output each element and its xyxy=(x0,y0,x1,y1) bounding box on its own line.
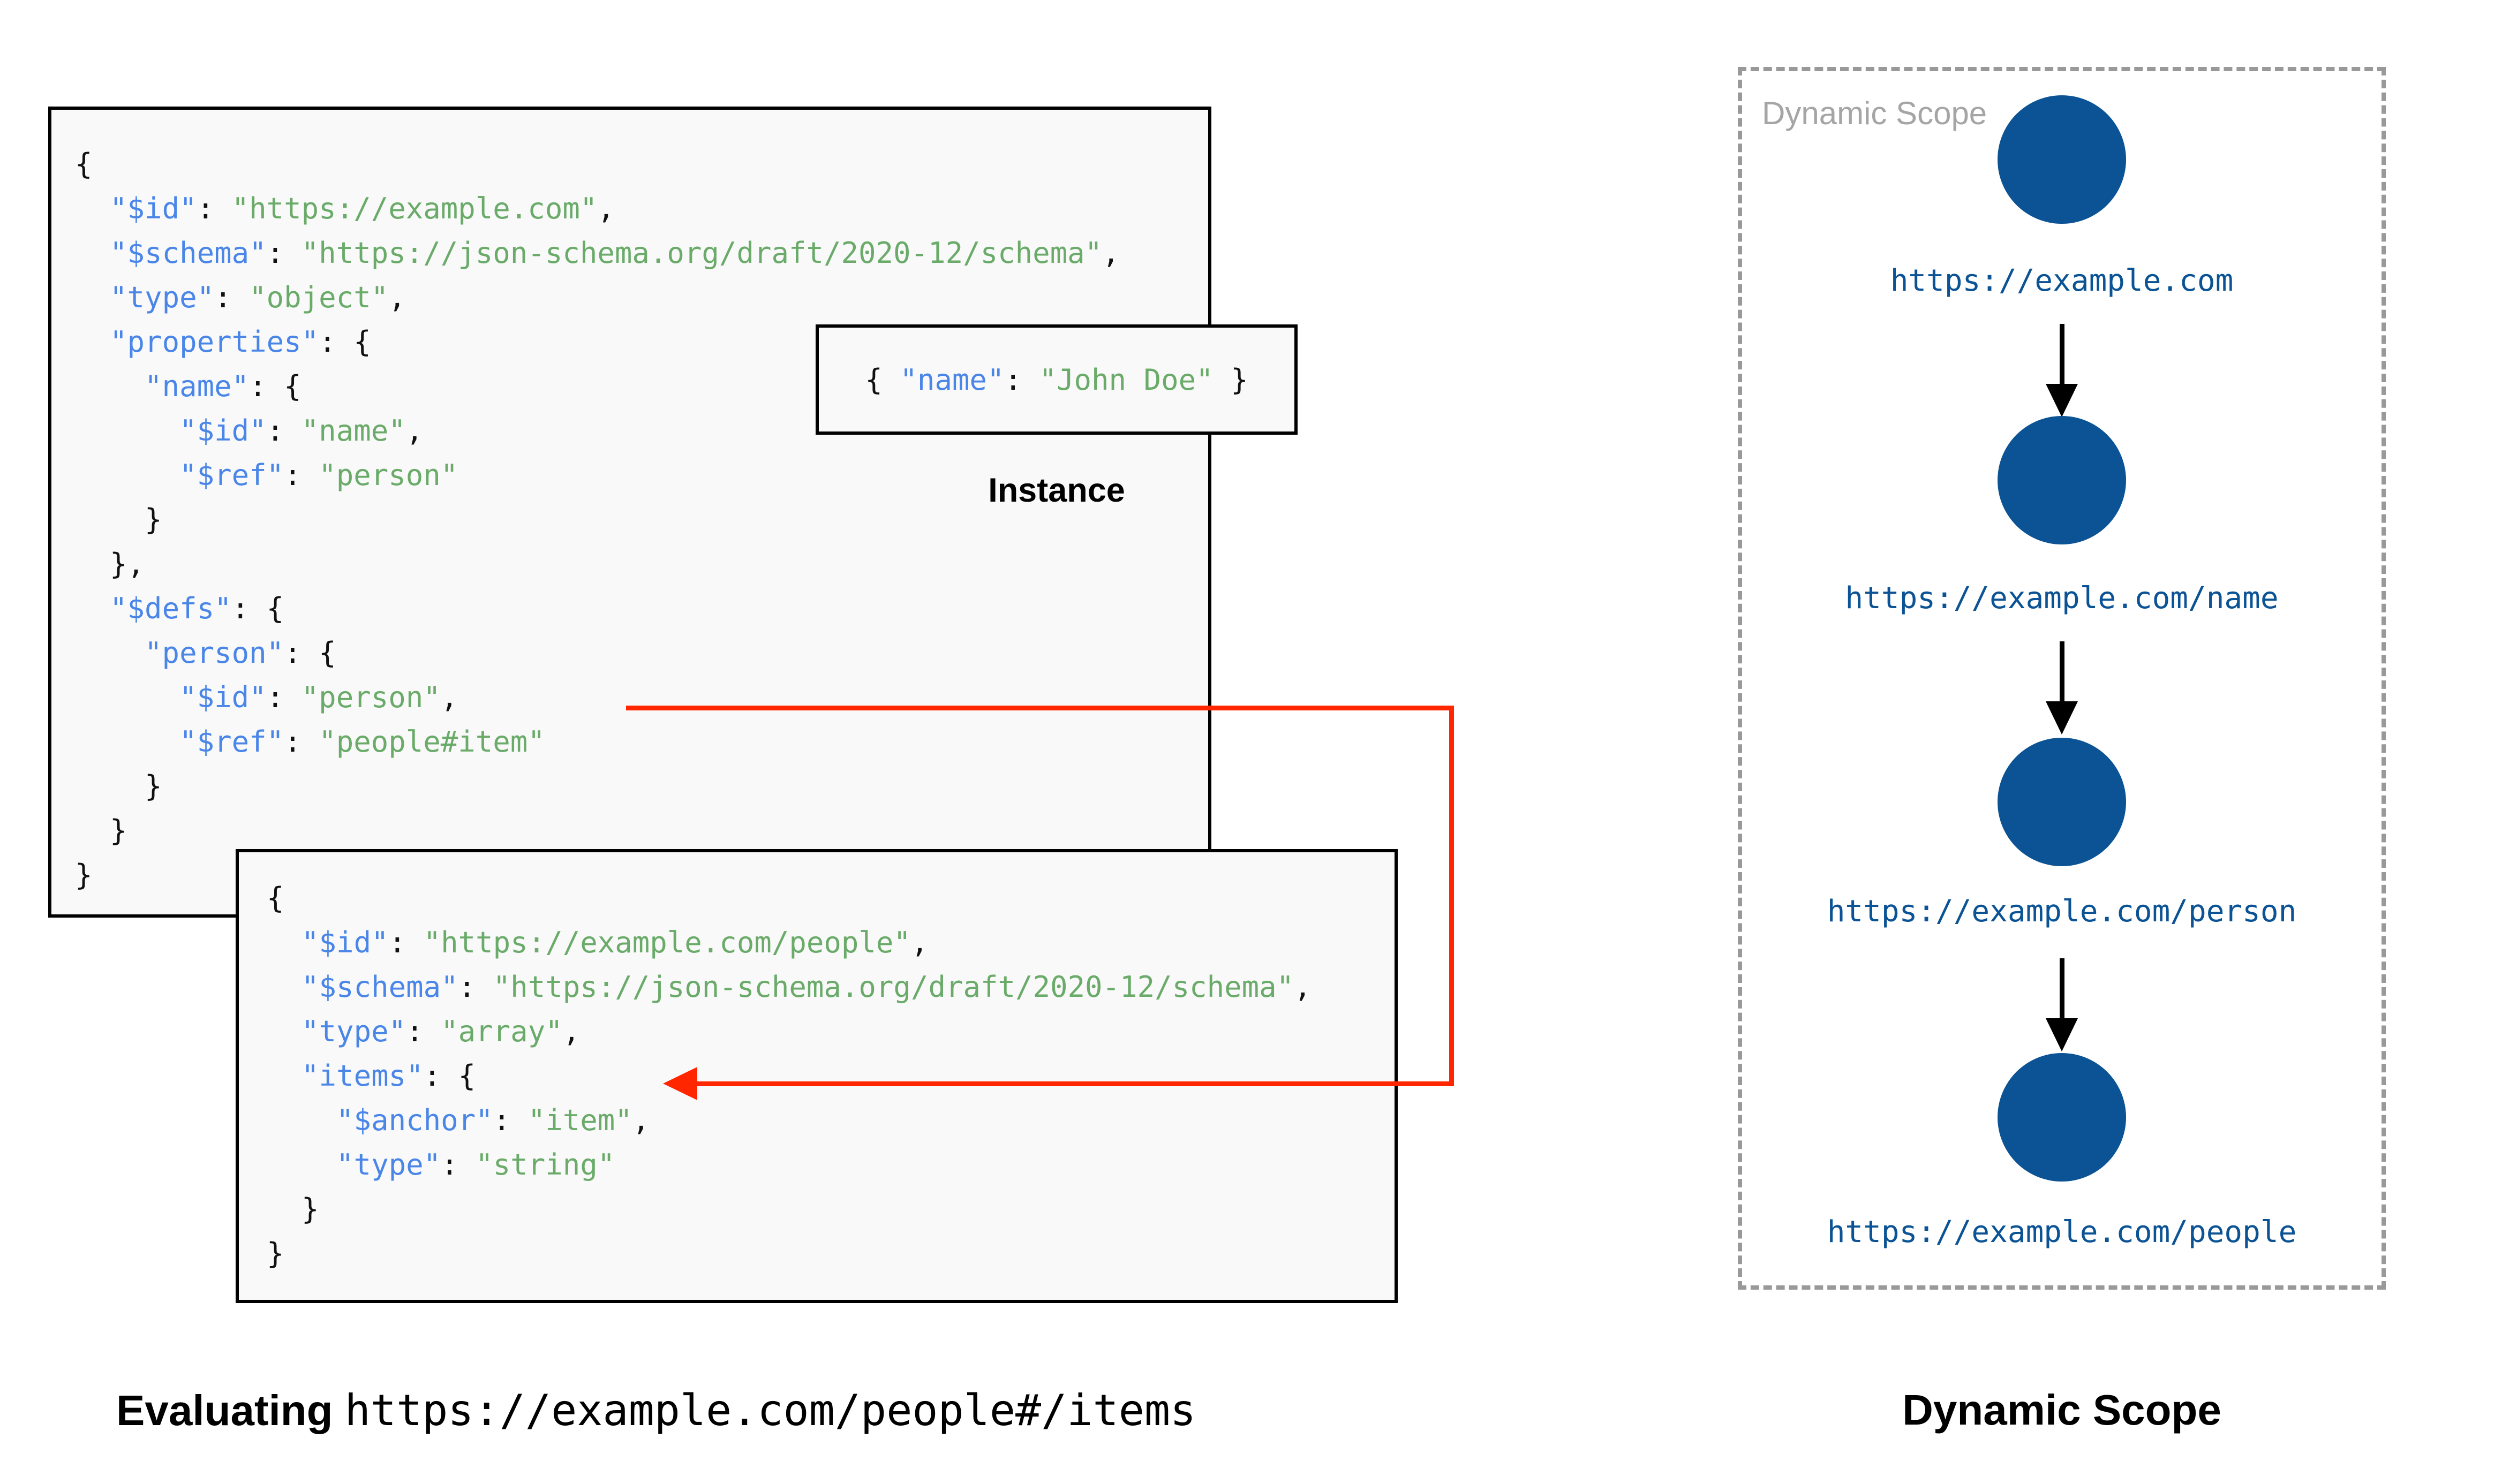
scope-node-label-2: https://example.com/name xyxy=(1845,581,2279,616)
code-line: "type": "array", xyxy=(302,1014,581,1048)
dynamic-scope-panel: Dynamic Scope https://example.com https:… xyxy=(1738,67,2386,1290)
arrow-shaft xyxy=(2059,641,2064,701)
schema-outer-code-box: { "$id": "https://example.com", "$schema… xyxy=(48,107,1211,918)
evaluating-caption-bold: Evaluating xyxy=(116,1387,345,1434)
code-line: "person": { xyxy=(145,636,336,670)
code-line: { xyxy=(75,147,93,181)
arrow-shaft xyxy=(2059,958,2064,1018)
code-line: "$defs": { xyxy=(110,592,284,625)
dynamic-scope-caption: Dynamic Scope xyxy=(1902,1386,2221,1434)
code-line: "$id": "https://example.com", xyxy=(110,192,615,225)
code-line: "properties": { xyxy=(110,325,371,359)
scope-node-label-1: https://example.com xyxy=(1890,263,2234,298)
ref-arrow-vertical-segment xyxy=(1449,706,1454,1086)
down-arrow-icon xyxy=(2046,958,2078,1051)
evaluating-caption-uri: https://example.com/people#/items xyxy=(344,1385,1196,1435)
arrow-head xyxy=(2046,1018,2078,1051)
scope-node-circle-2 xyxy=(1998,416,2126,544)
code-line: "name": { xyxy=(145,369,302,403)
scope-node-circle-1 xyxy=(1998,95,2126,224)
code-line: "$id": "https://example.com/people", xyxy=(302,926,929,959)
evaluating-caption: Evaluating https://example.com/people#/i… xyxy=(116,1385,1196,1435)
code-line: "type": "string" xyxy=(336,1148,615,1182)
code-line: "$id": "person", xyxy=(179,680,458,714)
code-line: } xyxy=(267,1237,284,1270)
code-line: "$schema": "https://json-schema.org/draf… xyxy=(302,970,1312,1004)
code-line: }, xyxy=(75,547,145,581)
code-line: { xyxy=(267,881,284,915)
code-line: } xyxy=(267,1192,319,1226)
code-line: "$ref": "person" xyxy=(179,458,458,492)
instance-caption: Instance xyxy=(988,472,1125,509)
arrow-head xyxy=(2046,384,2078,417)
arrow-shaft xyxy=(2059,324,2064,384)
code-line: } xyxy=(75,858,93,892)
code-line: "$schema": "https://json-schema.org/draf… xyxy=(110,236,1120,270)
scope-node-label-4: https://example.com/people xyxy=(1827,1215,2297,1250)
ref-arrow-top-segment xyxy=(626,706,1454,710)
schema-people-code-box: { "$id": "https://example.com/people", "… xyxy=(236,849,1398,1303)
code-line: "items": { xyxy=(302,1059,476,1093)
code-line: "$anchor": "item", xyxy=(336,1103,650,1137)
instance-box: { "name": "John Doe" } xyxy=(816,324,1298,435)
down-arrow-icon xyxy=(2046,641,2078,735)
scope-node-label-3: https://example.com/person xyxy=(1827,894,2297,929)
down-arrow-icon xyxy=(2046,324,2078,417)
scope-node-circle-3 xyxy=(1998,738,2126,866)
scope-node-circle-4 xyxy=(1998,1053,2126,1182)
dynamic-scope-panel-title: Dynamic Scope xyxy=(1762,95,1987,131)
code-line: } xyxy=(75,769,162,803)
code-line: "type": "object", xyxy=(110,281,406,314)
code-line: } xyxy=(75,503,162,536)
code-line: } xyxy=(75,814,127,847)
arrow-head xyxy=(2046,701,2078,735)
code-line: "$ref": "people#item" xyxy=(179,725,545,759)
code-line: "$id": "name", xyxy=(179,414,424,448)
ref-arrowhead-icon xyxy=(663,1067,697,1100)
code-line: { "name": "John Doe" } xyxy=(865,362,1248,397)
ref-arrow-bottom-segment xyxy=(696,1081,1454,1086)
